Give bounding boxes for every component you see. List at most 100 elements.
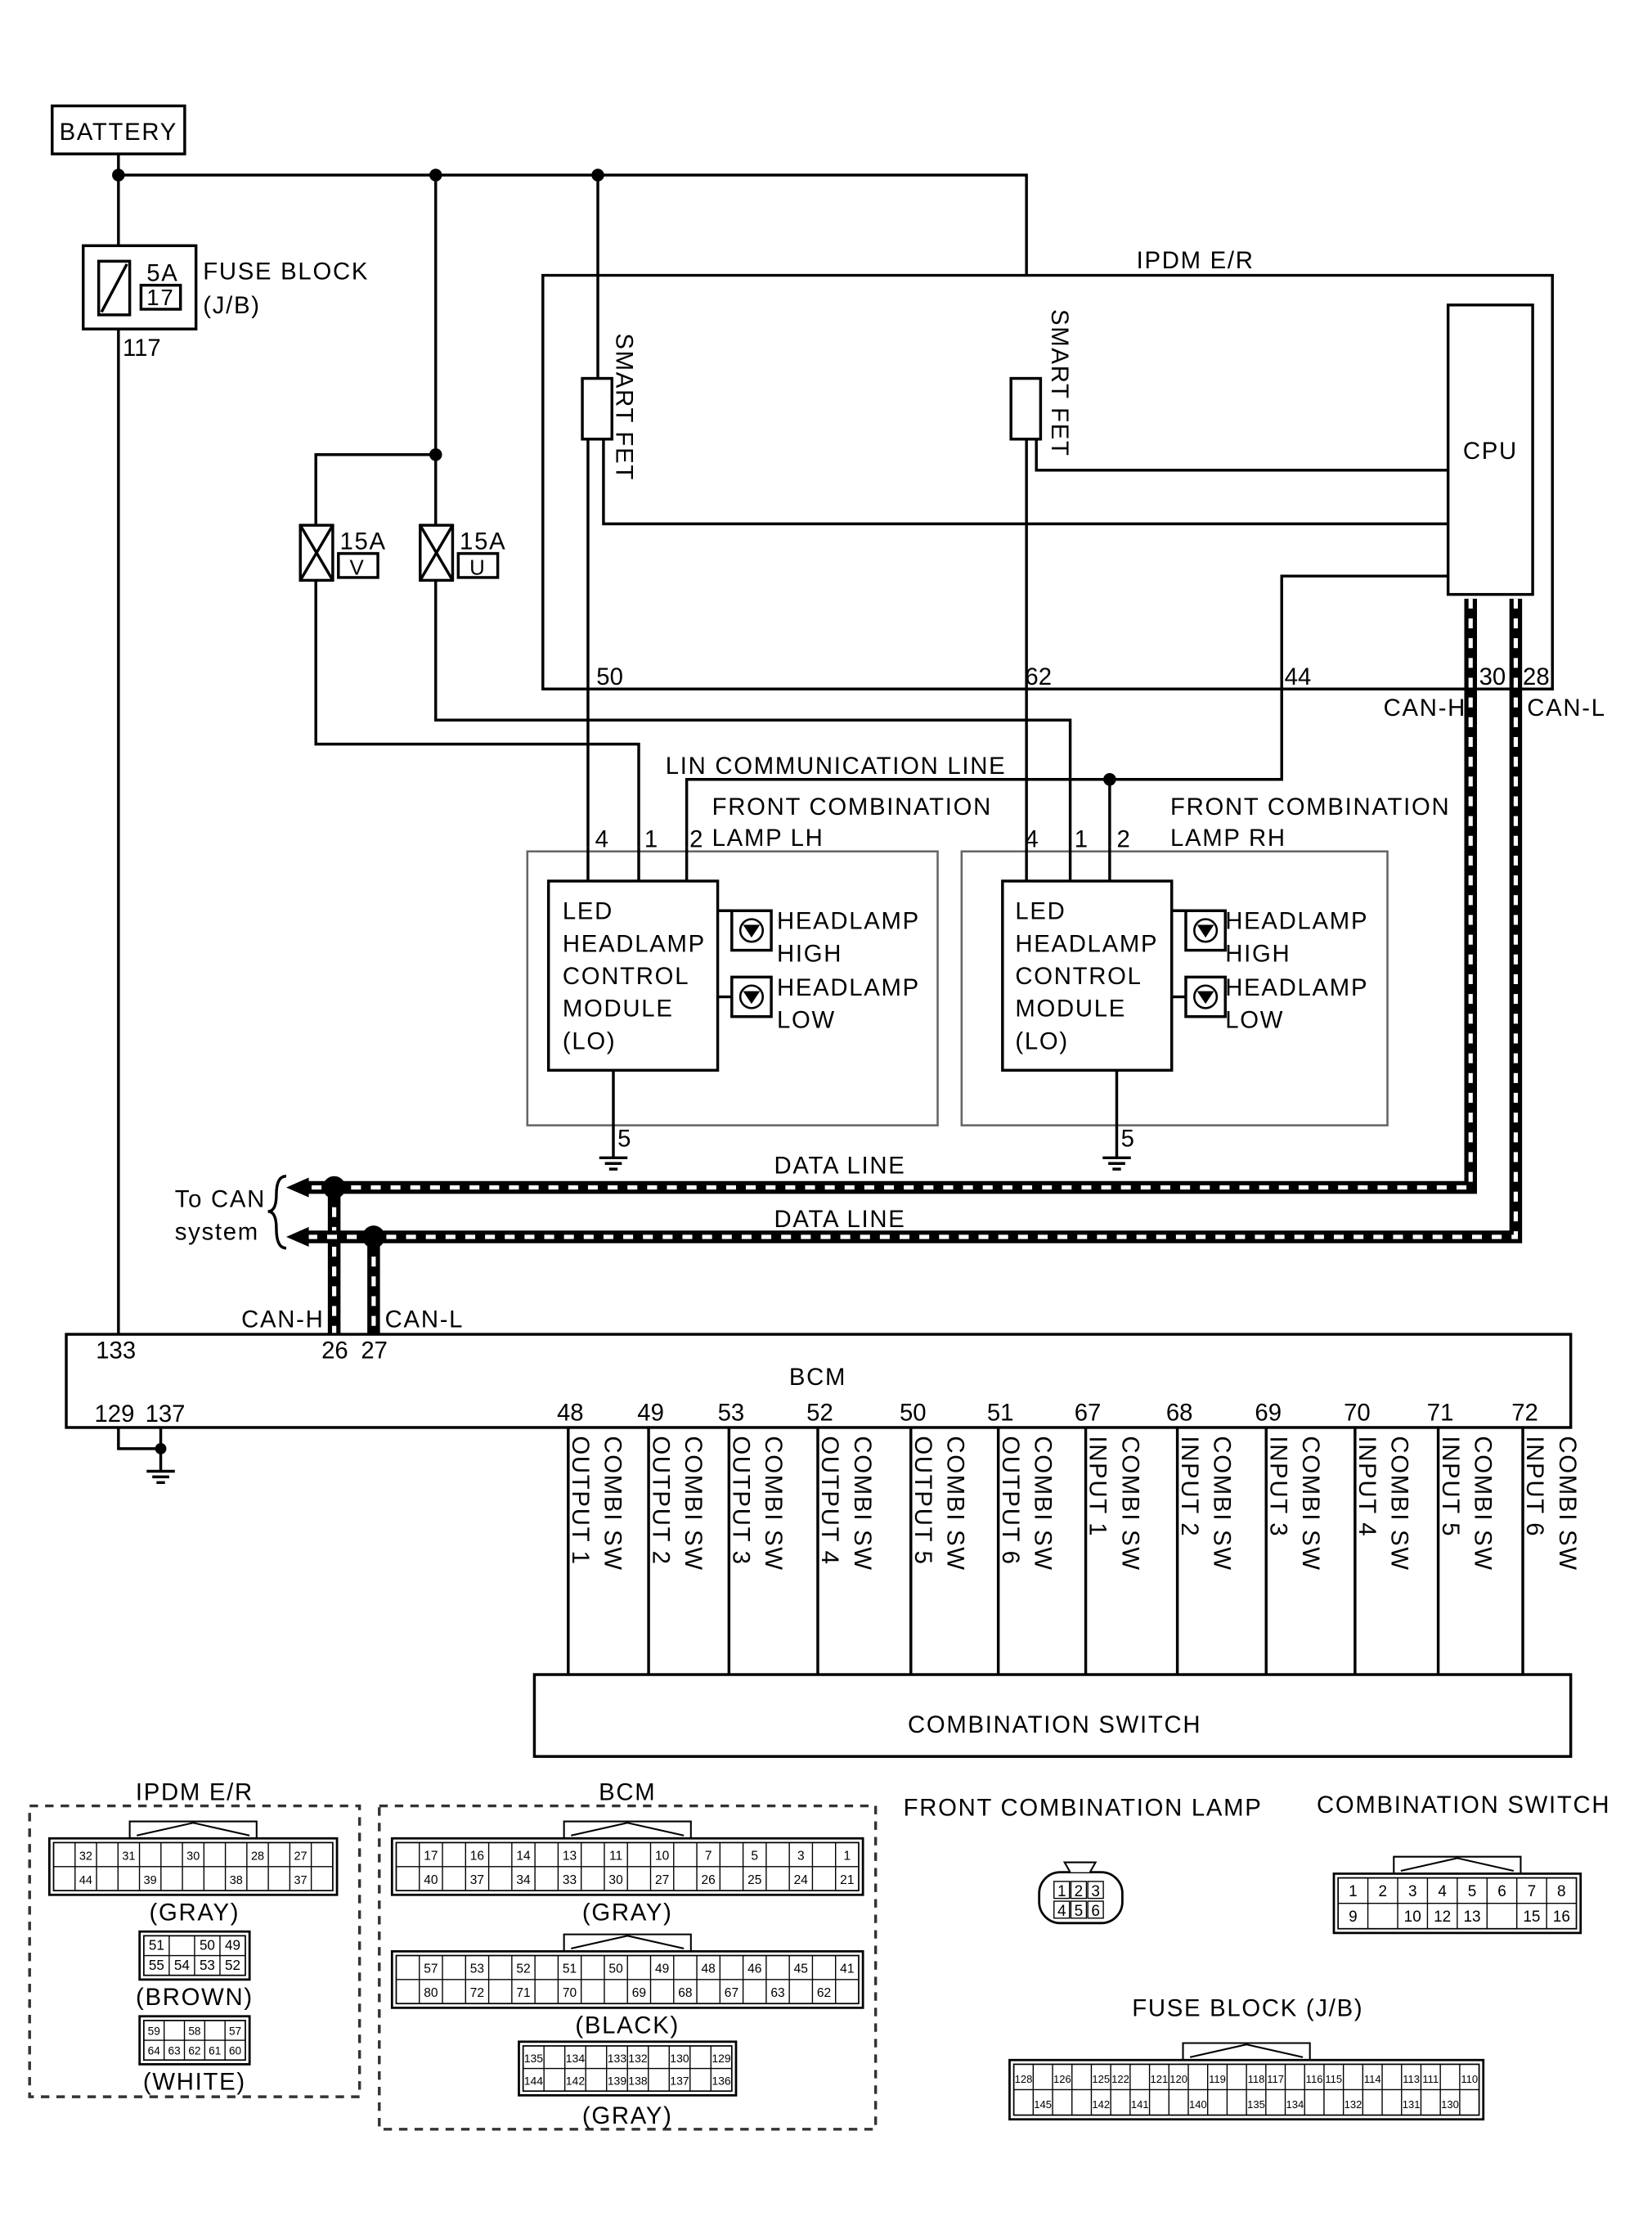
connector-pin: 44 bbox=[79, 1874, 92, 1887]
bcm-pin-51: 51 bbox=[987, 1399, 1014, 1426]
connector-pin: 63 bbox=[770, 1986, 784, 2000]
connector-pin: 133 bbox=[608, 2052, 627, 2065]
connector-pin: 68 bbox=[678, 1986, 692, 2000]
connector-pin: 117 bbox=[1267, 2073, 1284, 2085]
lamp-rh-pin-4: 4 bbox=[1025, 826, 1038, 853]
cs-connector-title: COMBINATION SWITCH bbox=[1317, 1792, 1610, 1819]
connector-pin: 21 bbox=[840, 1873, 854, 1887]
junction-fuse-split bbox=[429, 448, 442, 461]
connector-pin: 142 bbox=[566, 2074, 586, 2087]
bcm-can-l-label: CAN-L bbox=[385, 1306, 465, 1333]
lamp-rh-module-line-3: CONTROL bbox=[1015, 963, 1142, 990]
headlamp-low-lh-icon bbox=[730, 975, 773, 1018]
fuse-block-sub: (J/B) bbox=[203, 292, 260, 319]
lamp-rh-module-line-1: LED bbox=[1015, 898, 1066, 925]
bcm-can-h-label: CAN-H bbox=[241, 1306, 324, 1333]
connector-pin: 6 bbox=[1497, 1883, 1506, 1900]
lamp-rh-high-label-2: HIGH bbox=[1225, 940, 1291, 967]
connector-pin: 16 bbox=[470, 1850, 484, 1864]
lamp-rh-pin-5: 5 bbox=[1121, 1125, 1134, 1152]
combi-label-line2: OUTPUT 3 bbox=[728, 1436, 755, 1565]
lamp-rh-title2: LAMP RH bbox=[1170, 825, 1286, 852]
ipdm-internal-wires bbox=[586, 438, 1448, 847]
lin-communication-wire bbox=[685, 778, 1110, 847]
junction-can-l bbox=[362, 1225, 385, 1248]
fuse-block-number: 17 bbox=[146, 285, 174, 310]
connector-pin: 24 bbox=[794, 1873, 809, 1887]
fcl-pin: 3 bbox=[1091, 1883, 1100, 1900]
connector-pin: 119 bbox=[1209, 2073, 1226, 2085]
ipdm-brown-label: (BROWN) bbox=[136, 1984, 254, 2011]
smart-fet-lh-label: SMART FET bbox=[610, 333, 637, 481]
connector-pin: 55 bbox=[149, 1958, 164, 1973]
connector-pin: 61 bbox=[209, 2044, 221, 2057]
headlamp-high-lh-icon bbox=[730, 909, 773, 952]
connector-pin: 58 bbox=[188, 2025, 200, 2037]
lamp-lh-module-box bbox=[546, 879, 720, 1072]
to-can-brace bbox=[267, 1175, 287, 1250]
connector-pin: 110 bbox=[1461, 2073, 1478, 2085]
smart-fet-rh-icon bbox=[1009, 376, 1043, 441]
connector-pin: 33 bbox=[563, 1873, 577, 1887]
bcm-pin-49: 49 bbox=[637, 1399, 664, 1426]
bcm-pin-71: 71 bbox=[1427, 1399, 1454, 1426]
lamp-rh-module-line-5: (LO) bbox=[1015, 1027, 1068, 1054]
connector-pin: 63 bbox=[168, 2044, 181, 2057]
connector-pin: 131 bbox=[1403, 2098, 1421, 2111]
connector-pin: 48 bbox=[702, 1962, 716, 1976]
ipdm-cpu-label: CPU bbox=[1463, 438, 1518, 465]
connector-pin: 45 bbox=[794, 1962, 808, 1976]
connector-pin: 27 bbox=[655, 1873, 669, 1887]
combi-label-line1: COMBI SW bbox=[1116, 1436, 1143, 1571]
connector-pin: 31 bbox=[122, 1850, 135, 1864]
can-l-data-line bbox=[303, 598, 1523, 1335]
fcl-connector-title: FRONT COMBINATION LAMP bbox=[904, 1795, 1263, 1822]
lamp-lh-boundary bbox=[526, 850, 939, 1126]
wire-fuse-v-u-feed bbox=[314, 453, 438, 526]
connector-pin: 130 bbox=[1441, 2098, 1459, 2111]
combi-label-line1: COMBI SW bbox=[1208, 1436, 1235, 1571]
ground-rh-icon bbox=[1102, 1156, 1131, 1171]
combi-label-line2: OUTPUT 6 bbox=[997, 1436, 1024, 1565]
connector-pin: 51 bbox=[149, 1938, 164, 1954]
bcm-gray1-label: (GRAY) bbox=[582, 1899, 673, 1926]
ipdm-pin-62: 62 bbox=[1025, 663, 1052, 690]
connector-pin: 141 bbox=[1131, 2098, 1149, 2111]
connector-pin: 4 bbox=[1438, 1883, 1447, 1900]
combi-label-line2: INPUT 2 bbox=[1176, 1436, 1203, 1537]
combination-switch-label: COMBINATION SWITCH bbox=[908, 1711, 1201, 1738]
combi-label-line1: COMBI SW bbox=[760, 1436, 787, 1571]
smart-fet-rh-label: SMART FET bbox=[1046, 309, 1073, 457]
bcm-pin-68: 68 bbox=[1166, 1399, 1193, 1426]
connector-pin: 130 bbox=[670, 2052, 689, 2065]
connector-pin: 53 bbox=[200, 1958, 215, 1973]
lamp-lh-module-line-4: MODULE bbox=[563, 996, 674, 1023]
connector-pin: 139 bbox=[608, 2074, 627, 2087]
connector-pin: 2 bbox=[1379, 1883, 1388, 1900]
connector-pin: 50 bbox=[608, 1962, 623, 1976]
headlamp-low-rh-icon bbox=[1184, 975, 1227, 1018]
connector-pin: 142 bbox=[1092, 2098, 1110, 2111]
connector-pin: 32 bbox=[79, 1850, 92, 1864]
bcm-pin-48: 48 bbox=[557, 1399, 584, 1426]
connector-pin: 5 bbox=[751, 1850, 758, 1864]
connector-pin: 25 bbox=[747, 1873, 761, 1887]
ipdm-connector-title: IPDM E/R bbox=[136, 1779, 254, 1806]
lamp-rh-pin-wires bbox=[1025, 847, 1111, 882]
combi-label-line2: OUTPUT 2 bbox=[647, 1436, 674, 1565]
combination-switch-box bbox=[532, 1673, 1573, 1758]
fuse-block-amp: 5A bbox=[146, 259, 178, 286]
lamp-lh-pin-wires bbox=[586, 847, 689, 882]
connector-pin: 49 bbox=[225, 1938, 240, 1954]
connector-pin: 120 bbox=[1169, 2073, 1187, 2085]
fuse-block-17 bbox=[81, 244, 198, 330]
bcm-black-label: (BLACK) bbox=[575, 2012, 680, 2039]
connector-pin: 125 bbox=[1092, 2073, 1110, 2085]
connector-pin: 28 bbox=[251, 1850, 264, 1864]
junction-fet-feed bbox=[591, 169, 604, 182]
connector-pin: 118 bbox=[1248, 2073, 1265, 2085]
